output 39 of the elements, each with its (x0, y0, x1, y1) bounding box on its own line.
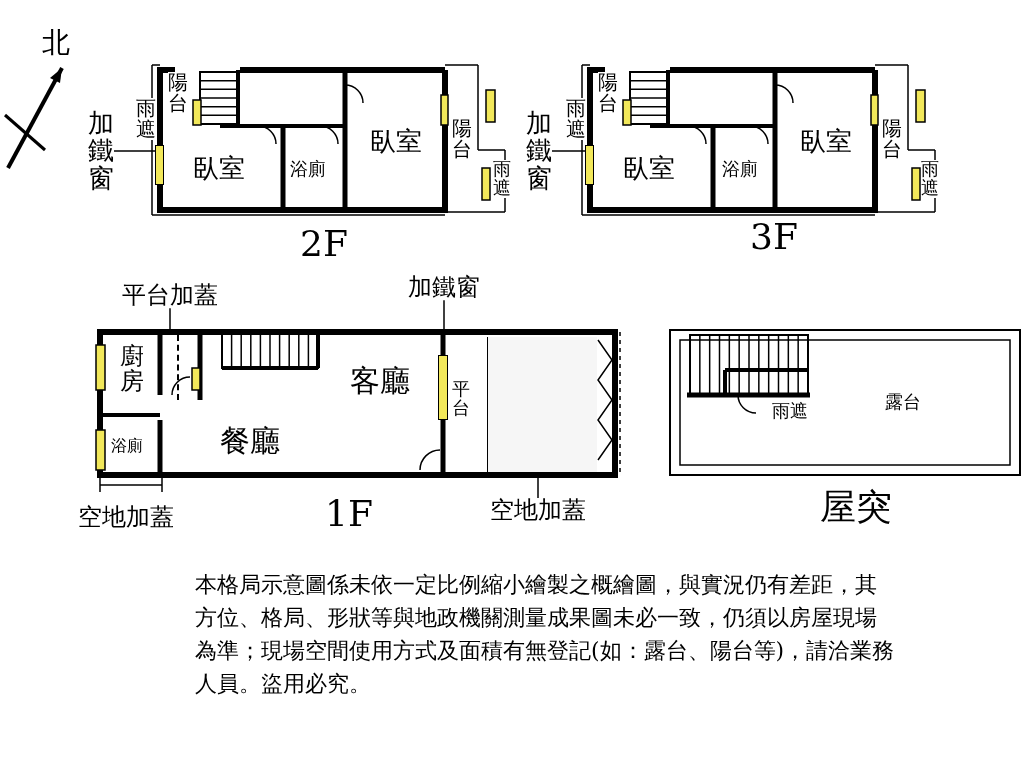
room-label: 雨遮 (921, 160, 939, 198)
callout-text: 加鐵窗 (88, 110, 114, 192)
room-label: 浴廁 (111, 438, 143, 455)
room-label: 餐廳 (220, 425, 280, 457)
room-label: 浴廁 (290, 160, 326, 179)
room-label: 陽台 (168, 72, 188, 114)
room-label: 雨遮 (566, 98, 586, 140)
room-label: 空地加蓋 (78, 505, 174, 531)
room-label: 浴廁 (722, 160, 758, 179)
window-bar (585, 145, 594, 185)
north-label: 北 (42, 28, 70, 58)
leader-line (551, 150, 586, 152)
room-label: 臥室 (370, 128, 422, 156)
callout-text: 加鐵窗 (408, 275, 480, 301)
floor-label: 屋突 (820, 488, 892, 526)
window-bar (155, 145, 164, 185)
floor-label: 2F (300, 225, 348, 263)
room-label: 客廳 (350, 365, 410, 397)
room-label: 雨遮 (493, 160, 511, 198)
room-label: 臥室 (193, 155, 245, 183)
room-label: 陽台 (452, 118, 472, 160)
room-label: 陽台 (598, 72, 618, 114)
room-label: 平台 (452, 380, 470, 418)
floor-label: 1F (325, 495, 373, 533)
disclaimer-note: 本格局示意圖係未依一定比例縮小繪製之概繪圖，與實況仍有差距，其方位、格局、形狀等與地政機關測量成果圖未必一致，仍須以房屋現場為準；現場空間使用方式及面積有無登記(如：露台、陽台等)，請洽業務人員。盜用必究。 (195, 571, 895, 698)
room-label: 廚房 (120, 344, 144, 395)
leader-line (113, 150, 156, 152)
floor-label: 3F (750, 218, 798, 256)
window-bar (438, 355, 448, 420)
room-label: 露台 (885, 393, 921, 412)
callout-text: 空地加蓋 (490, 498, 586, 524)
room-label: 陽台 (882, 118, 902, 160)
room-label: 雨遮 (136, 98, 156, 140)
room-label: 臥室 (800, 128, 852, 156)
callout-text: 平台加蓋 (122, 283, 218, 309)
callout-text: 加鐵窗 (526, 110, 552, 192)
room-label: 雨遮 (772, 402, 808, 421)
extension-area (487, 337, 597, 472)
room-label: 臥室 (623, 155, 675, 183)
